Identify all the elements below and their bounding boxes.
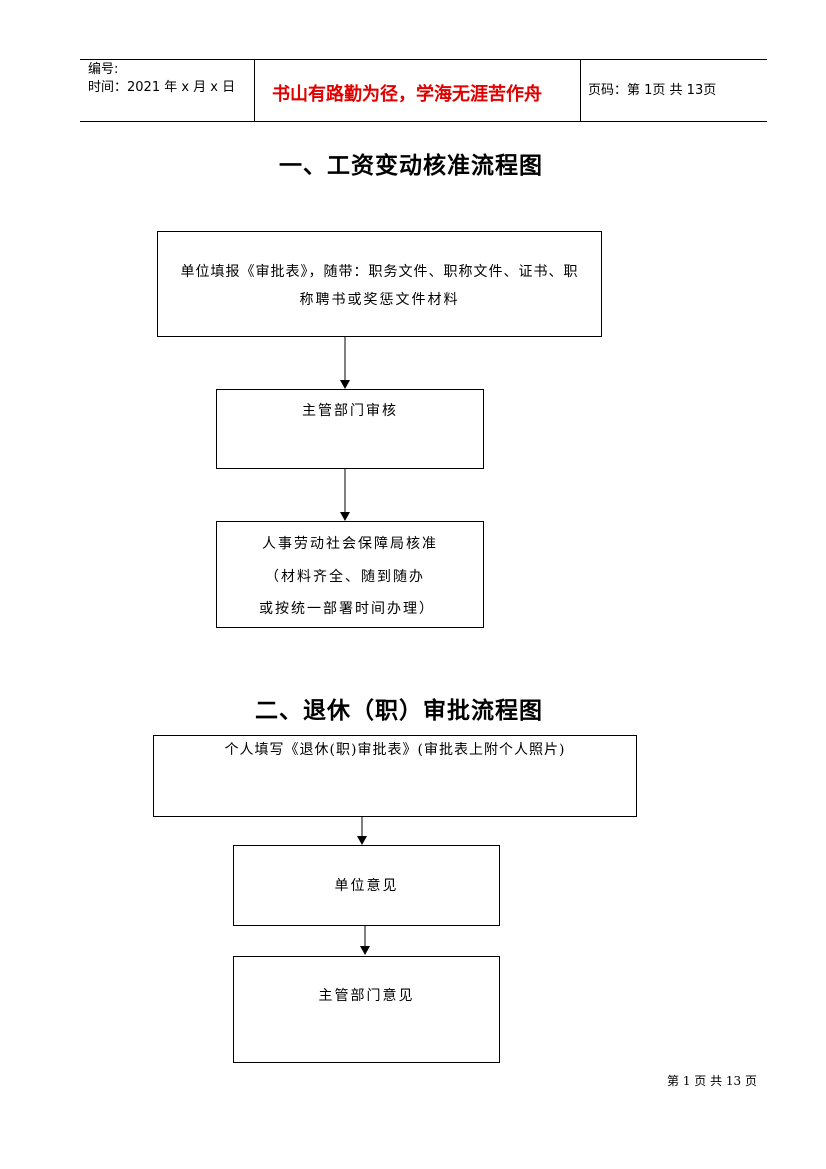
section1-title: 一、工资变动核准流程图	[279, 153, 543, 179]
flow1-step1-line2: 称聘书或奖惩文件材料	[299, 292, 460, 308]
flow1-step3-line3: 或按统一部署时间办理）	[259, 601, 435, 617]
flow2-step2-box: 单位意见	[233, 845, 500, 926]
flow2-arrow2	[360, 926, 370, 955]
header-time-label: 时间：2021 年 x 月 x 日	[88, 80, 236, 95]
flow1-step3-line1: 人事劳动社会保障局核准	[262, 536, 438, 552]
flow2-step3-box: 主管部门意见	[233, 956, 500, 1063]
flow1-step1-line1: 单位填报《审批表》，随带：职务文件、职称文件、证书、职	[180, 264, 579, 280]
header-divider-right	[580, 59, 581, 122]
section2-title: 二、退休（职）审批流程图	[255, 698, 543, 724]
header-top-border	[80, 59, 767, 60]
footer-page-number: 第 1 页 共 13 页	[667, 1074, 757, 1088]
header-number-label: 编号:	[88, 62, 119, 77]
flow1-arrow2	[340, 469, 350, 521]
flow1-step2-box: 主管部门审核	[216, 389, 484, 469]
header-page-info: 页码：第 1页 共 13页	[588, 83, 717, 98]
flow2-arrow1	[357, 817, 367, 845]
flow2-step1-box: 个人填写《退休(职)审批表》(审批表上附个人照片)	[153, 735, 637, 817]
header-divider-left	[254, 59, 255, 122]
flow1-arrow1	[340, 337, 350, 389]
flow1-step3-line2: （材料齐全、随到随办	[265, 569, 425, 585]
header-motto: 书山有路勤为径，学海无涯苦作舟	[272, 84, 542, 105]
flow1-step2-label: 主管部门审核	[302, 403, 398, 419]
flow1-step3-box: 人事劳动社会保障局核准 （材料齐全、随到随办 或按统一部署时间办理）	[216, 521, 484, 628]
flow2-step1-label: 个人填写《退休(职)审批表》(审批表上附个人照片)	[224, 742, 566, 758]
flow2-step3-label: 主管部门意见	[318, 988, 415, 1004]
flow2-step2-label: 单位意见	[334, 878, 399, 894]
header-bottom-border	[80, 121, 767, 122]
flow1-step1-box: 单位填报《审批表》，随带：职务文件、职称文件、证书、职 称聘书或奖惩文件材料	[157, 231, 602, 337]
